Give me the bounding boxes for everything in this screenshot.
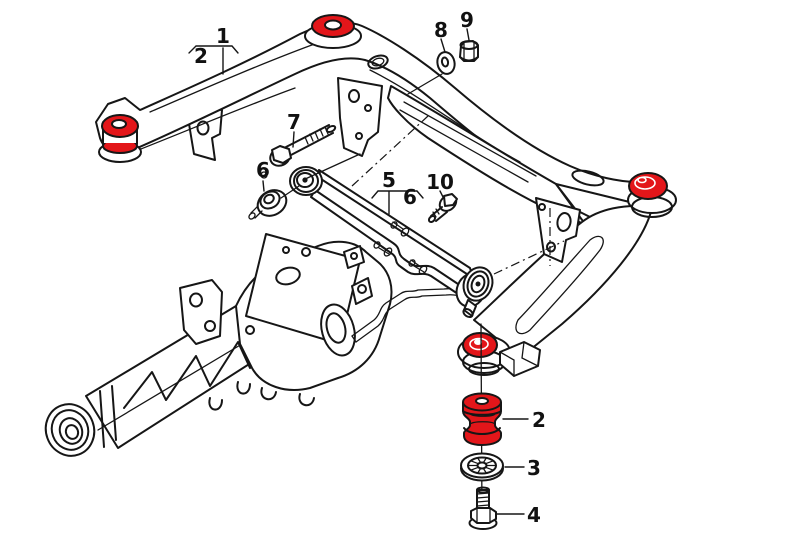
torque-tube-flange — [44, 385, 117, 457]
clamp-bracket — [499, 341, 541, 377]
bolt-4 — [468, 486, 498, 530]
arm-studs — [373, 221, 428, 275]
differential-unit — [44, 233, 393, 457]
nut-9 — [459, 40, 479, 62]
bolt-7 — [269, 124, 337, 167]
arm-right-eye-bushing — [455, 266, 494, 319]
callout-10-label: 10 — [426, 170, 454, 194]
callout-1-label: 1 — [216, 24, 230, 48]
callout-labels: 1 2 8 9 7 6 5 6 10 2 3 4 — [194, 8, 546, 527]
callout-7-label: 7 — [287, 110, 301, 134]
arm-left-eye-bushing — [289, 166, 323, 196]
callout-6-right-label: 6 — [403, 185, 417, 209]
subframe-bushing-top — [304, 14, 362, 49]
subframe — [95, 14, 677, 377]
diff-front-bracket — [179, 279, 223, 345]
subframe-bushing-right — [627, 172, 677, 218]
callout-8-label: 8 — [434, 18, 448, 42]
exploded-bushing-2 — [462, 392, 502, 446]
callout-3-label: 3 — [527, 456, 541, 480]
subframe-bracket-middle — [337, 77, 383, 157]
callout-9-label: 9 — [460, 8, 474, 32]
callout-6-left-label: 6 — [256, 158, 270, 182]
washer-8 — [436, 51, 456, 75]
tube-rib-zigzag — [123, 341, 251, 409]
bolt-10 — [427, 193, 458, 224]
subframe-bushing-left — [98, 114, 142, 163]
callout-5-label: 5 — [382, 168, 396, 192]
washer-3 — [460, 452, 504, 482]
diff-output-cylinder — [320, 303, 356, 357]
callout-leader-lines — [188, 28, 529, 515]
control-arm — [289, 166, 494, 319]
small-ring — [260, 171, 268, 179]
subframe-slot-hole — [571, 169, 605, 187]
callout-2-bushing-label: 2 — [532, 408, 546, 432]
callout-4-label: 4 — [527, 503, 541, 527]
callout-2-group-label: 2 — [194, 44, 208, 68]
inner-bushing-6 — [248, 171, 300, 220]
center-lines — [302, 73, 565, 275]
